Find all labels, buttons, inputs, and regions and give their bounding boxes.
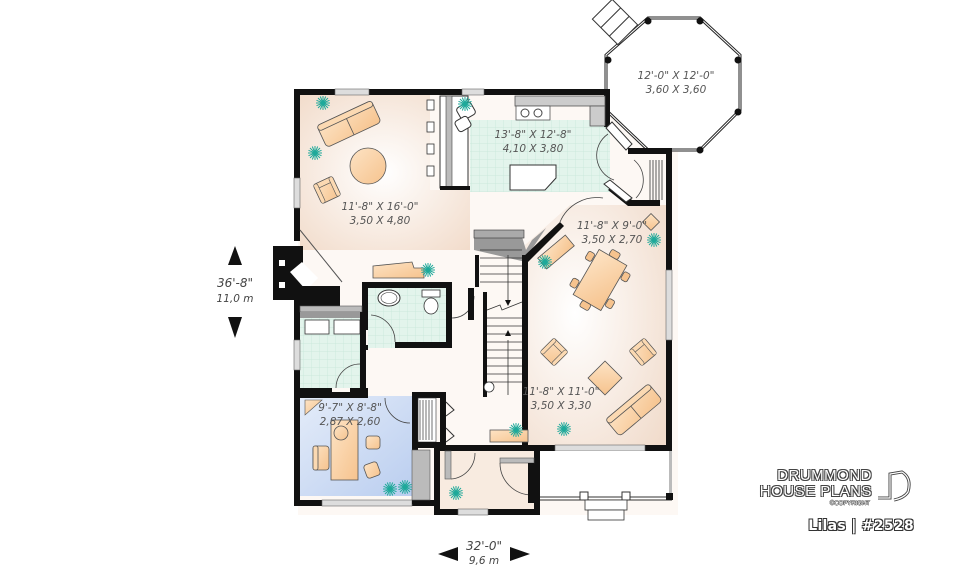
gazebo-dim-metric: 3,60 X 3,60 bbox=[646, 84, 707, 96]
width-metric: 9,6 m bbox=[469, 555, 499, 567]
brand-line-1: DRUMMOND bbox=[777, 467, 872, 484]
gazebo-steps bbox=[591, 0, 639, 46]
family-room-dim-imperial: 11'-8" X 16'-0" bbox=[342, 201, 419, 213]
family-room-dim-metric: 3,50 X 4,80 bbox=[350, 215, 411, 227]
brand-mark-icon bbox=[878, 470, 911, 502]
gazebo: 12'-0" X 12'-0" 3,60 X 3,60 bbox=[591, 0, 742, 154]
plan-title: Lilas | #2528 bbox=[808, 518, 914, 534]
arrow-down-icon bbox=[228, 317, 242, 338]
dining-room-dim-imperial: 11'-8" X 9'-0" bbox=[577, 220, 647, 232]
depth-dimension: 36'-8" 11,0 m bbox=[217, 246, 254, 338]
room-labels: 11'-8" X 16'-0" 3,50 X 4,80 13'-8" X 12'… bbox=[318, 129, 647, 428]
arrow-up-icon bbox=[228, 246, 242, 265]
furniture bbox=[312, 101, 662, 481]
living-room-dim-metric: 3,50 X 3,30 bbox=[531, 400, 592, 412]
brand-copyright: ©COPYRIGHT bbox=[829, 501, 870, 507]
office-dim-imperial: 9'-7" X 8'-8" bbox=[318, 402, 382, 414]
living-room-dim-imperial: 11'-8" X 11'-0" bbox=[523, 386, 600, 398]
office-dim-metric: 2,87 X 2,60 bbox=[320, 416, 381, 428]
front-porch bbox=[540, 451, 673, 521]
kitchen-dim-metric: 4,10 X 3,80 bbox=[503, 143, 564, 155]
width-imperial: 32'-0" bbox=[466, 539, 502, 553]
kitchen-dim-imperial: 13'-8" X 12'-8" bbox=[495, 129, 572, 141]
gazebo-dim-imperial: 12'-0" X 12'-0" bbox=[638, 70, 715, 82]
walls bbox=[273, 88, 673, 516]
brand-logo: DRUMMOND HOUSE PLANS ©COPYRIGHT bbox=[759, 467, 911, 507]
brand-line-2: HOUSE PLANS bbox=[759, 483, 872, 500]
depth-metric: 11,0 m bbox=[217, 293, 254, 305]
arrow-left-icon bbox=[438, 547, 458, 561]
width-dimension: 32'-0" 9,6 m bbox=[438, 539, 530, 567]
dining-room-dim-metric: 3,50 X 2,70 bbox=[582, 234, 643, 246]
depth-imperial: 36'-8" bbox=[217, 276, 253, 290]
arrow-right-icon bbox=[510, 547, 530, 561]
